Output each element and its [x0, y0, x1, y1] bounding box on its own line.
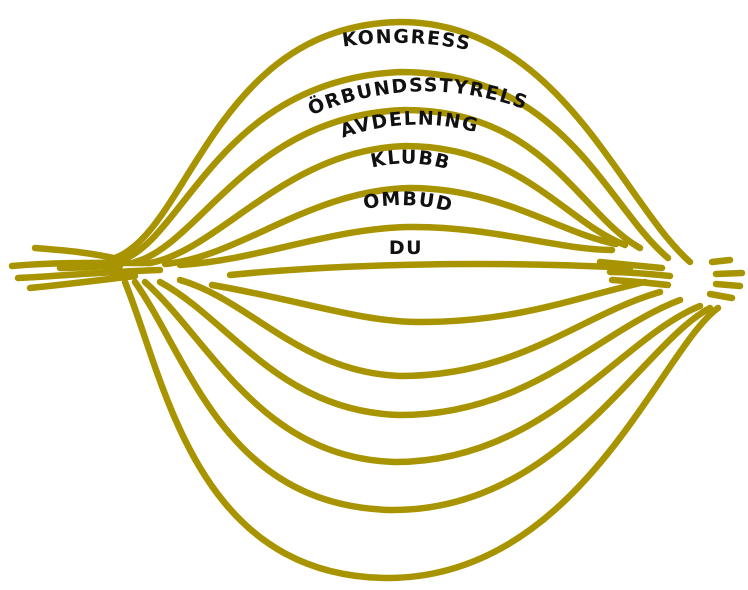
label-kongress: KONGRESS	[341, 26, 473, 55]
tip-strand	[610, 272, 670, 276]
lower-layer-3-line	[160, 282, 680, 415]
onion-strokes	[12, 22, 742, 578]
left-root-strand	[35, 248, 122, 260]
label-klubb: KLUBB	[369, 146, 453, 174]
lower-layer-1-line	[212, 282, 645, 322]
label-forbundsstyrelse: FÖRBUNDSSTYRELSE	[0, 0, 531, 120]
label-du: DU	[389, 237, 423, 259]
left-root-strand	[60, 266, 120, 268]
right-dash	[710, 294, 732, 298]
core-line	[230, 264, 630, 275]
right-dash	[716, 284, 740, 286]
right-dash	[716, 273, 742, 274]
left-root-strand	[18, 270, 160, 278]
lower-layer-5-line	[135, 282, 710, 510]
layer-labels: KONGRESS FÖRBUNDSSTYRELSE AVDELNING KLUB…	[0, 0, 531, 259]
label-ombud: OMBUD	[362, 188, 456, 217]
right-dash	[712, 260, 730, 262]
